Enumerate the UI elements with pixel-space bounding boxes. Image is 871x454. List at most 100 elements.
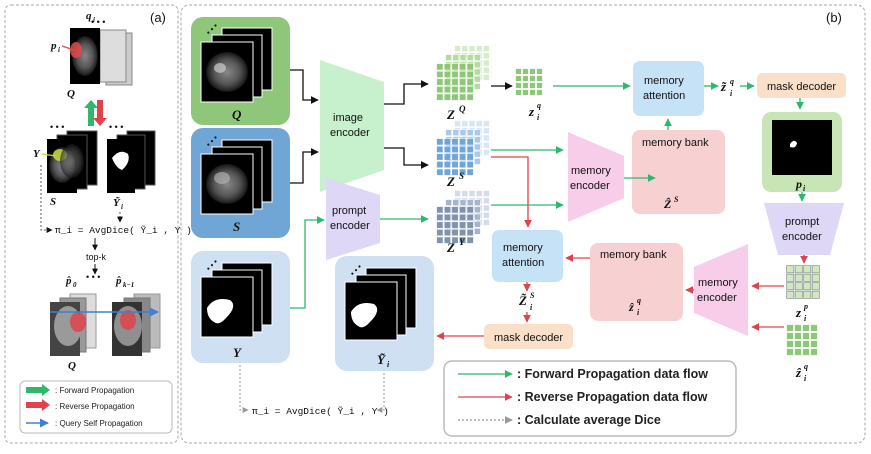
svg-text:q: q [637,296,641,305]
memory-encoder-top [568,132,624,222]
input-Y-slices [200,262,273,338]
panel-a-dots4: • • • [86,272,100,282]
flow-Y-to-prompt-encoder [290,216,325,309]
mask-decoder-bottom-label: mask decoder [494,332,563,344]
memory-attention-top [633,61,704,116]
svg-text:Ỹ: Ỹ [377,352,386,367]
svg-text:z: z [795,305,802,320]
legend-a-query-self: : Query Self Propagation [26,418,143,428]
svg-text:Ẑ: Ẑ [663,197,672,211]
prompt-encoder-left [326,178,380,260]
label-p0: p̂0 [65,275,77,289]
label-zS-tilde: Z̃Si [518,291,535,312]
memory-attention-top-label-2: attention [643,90,685,102]
input-Q-slices [200,27,273,103]
p-i-mask [772,120,832,175]
label-Y-b: Y [233,345,242,360]
feature-grids [436,45,820,356]
label-ZS: Z [446,174,455,189]
memory-attention-mid-label-1: memory [503,242,543,254]
label-Q-top: Q [67,88,75,100]
p-i-pointer [61,45,75,51]
svg-text:p̂: p̂ [115,275,122,287]
label-Q-b: Q [232,107,242,122]
panel-b-frame [180,4,866,444]
panel-a-tag: (a) [150,10,166,25]
image-encoder-label-1: image [333,112,363,124]
memory-bank-mid [590,243,683,321]
memory-encoder-right [694,244,748,336]
grid-ZY-front [436,206,474,244]
svg-text:p̂: p̂ [65,275,72,287]
svg-text:ẑ: ẑ [628,300,634,314]
support-volume [47,130,98,193]
legend-b-frame [443,360,737,437]
svg-text:q: q [804,362,808,371]
memory-encoder-right-label-1: memory [698,277,738,289]
grid-zp [786,265,820,299]
prompt-encoder-right-label-2: encoder [782,231,822,243]
flow-ZS-to-attention-mid [491,156,532,228]
label-ZQ: Z [446,107,455,122]
prompt-encoder-right-label-1: prompt [785,216,819,228]
memory-bank-mid-label: memory bank [600,249,667,261]
svg-text:: Query Self Propagation: : Query Self Propagation [55,419,143,428]
svg-text:: Forward Propagation: : Forward Propagation [55,386,134,395]
y-pointer [41,153,57,157]
svg-text:S: S [530,291,535,300]
svg-text:i: i [804,374,807,383]
svg-text:i: i [93,16,95,24]
label-zq-tilde: z̃qi [720,77,734,98]
flow-S-to-encoder [290,148,319,184]
pred-mask-volume [107,130,156,193]
svg-text:i: i [530,303,533,312]
formula-b: π_i = AvgDice( Ỹ_i , Y ) [252,406,389,417]
label-ZQ-sup: Q [459,104,466,114]
memory-attention-mid [492,230,563,282]
svg-text:p: p [803,302,808,311]
grid-ZQ-front [436,63,474,101]
flow-Q-to-encoder [290,69,319,104]
svg-text:0: 0 [73,281,77,289]
legend-a-reverse: : Reverse Propagation [26,399,135,411]
memory-bank-top-label: memory bank [642,137,709,149]
label-ZS-sup: S [459,171,464,181]
label-ZY-sup: Y [459,237,466,247]
flow-encoder-to-ZS [384,147,429,169]
label-ZY: Z [446,240,455,255]
memory-encoder-right-label-2: encoder [697,292,737,304]
svg-text:z̃: z̃ [720,79,727,94]
svg-text:p: p [795,177,802,191]
mask-decoder-top [757,73,846,98]
mask-decoder-top-label: mask decoder [767,81,836,93]
svg-text:i: i [387,360,390,369]
svg-text:i: i [58,46,60,54]
output-Ytilde-slices [344,267,417,341]
grid-zq-bottom [786,324,818,356]
svg-text:i: i [537,113,540,122]
legend-b-reverse: : Reverse Propagation data flow [458,390,708,404]
prompt-encoder-right [764,203,844,255]
query-volume-bottom [50,293,161,356]
panel-a-dots3: • • • [109,122,123,132]
flow-encoder-to-ZQ [384,80,429,105]
svg-text:p: p [50,40,57,52]
svg-text:z: z [528,104,535,119]
forward-reverse-arrows [84,100,107,126]
svg-text:q: q [86,10,92,22]
formula-a: π_i = AvgDice( Ỹ_i , Y ) [55,225,192,236]
p-i-mask-blob [790,140,797,148]
svg-text:ẑ: ẑ [795,365,802,380]
svg-text:i: i [804,314,807,323]
mask-decoder-bottom [484,324,573,349]
prompt-encoder-left-label-1: prompt [332,205,366,217]
memory-encoder-top-label-2: encoder [570,180,610,192]
